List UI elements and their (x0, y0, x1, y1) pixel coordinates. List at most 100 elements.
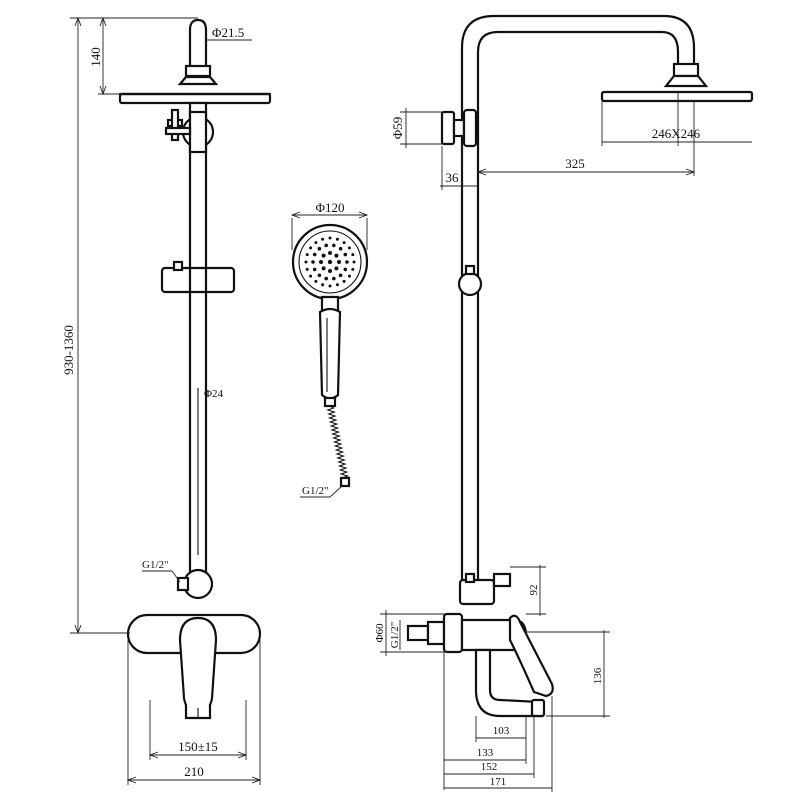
front-inlet-thread-label: G1/2" (142, 559, 169, 571)
nozzle-dot (343, 252, 348, 257)
nozzle-dot (338, 246, 343, 251)
nozzle-dot (338, 273, 343, 278)
rail-diameter-label: Φ24 (204, 388, 224, 400)
side-spout-tip (530, 698, 546, 718)
handheld-nozzle-pattern (304, 236, 356, 288)
handheld-hose-nut (323, 396, 337, 408)
side-diverter-outlet (492, 572, 512, 588)
nozzle-dot (317, 246, 322, 251)
dim-riser-arrow-top (74, 16, 82, 27)
handheld-hose (326, 405, 350, 479)
side-slide-knob-top (464, 264, 476, 276)
nozzle-dot (332, 243, 336, 248)
pipe-diameter-label: Φ21.5 (212, 25, 244, 40)
handheld-handle (318, 307, 342, 400)
side-arm-nut (672, 62, 700, 78)
nozzle-dot (319, 260, 323, 264)
nozzle-dot (342, 279, 346, 283)
dim-mixer-arrows (126, 776, 262, 784)
nozzle-dot (304, 260, 308, 264)
dim-top-height-arrow-bottom (99, 85, 107, 96)
front-view: 930-1360 140 Φ21.5 Φ24 G1/2" 150±15 210 (61, 16, 272, 785)
front-mixer-lever (178, 616, 218, 714)
riser-length-label: 930-1360 (61, 325, 76, 375)
nozzle-dot (314, 279, 318, 283)
nozzle-dot (334, 253, 339, 258)
top-height-label: 140 (88, 47, 103, 67)
nozzle-dot (328, 284, 332, 288)
nozzle-dot (324, 243, 329, 248)
spout-reach-4-label: 171 (490, 776, 507, 788)
nozzle-dot (343, 267, 348, 272)
nozzle-dot (351, 267, 355, 271)
front-bracket-arm (164, 126, 192, 136)
side-mixer-lever (508, 614, 554, 698)
side-head-cap (663, 74, 709, 88)
side-view: 246X246 325 36 Φ59 92 Φ60 G1/2" 136 103 (374, 14, 754, 792)
handheld-diameter-label: Φ120 (315, 200, 344, 215)
side-arm-outer (460, 14, 696, 602)
handheld-head-inner (298, 230, 362, 294)
nozzle-dot (342, 241, 346, 245)
nozzle-dot (317, 273, 322, 278)
spout-reach-3-label: 152 (481, 761, 498, 773)
hose-thread-label: G1/2" (302, 485, 329, 497)
nozzle-dot (311, 260, 315, 264)
side-bracket-flange (440, 110, 456, 146)
front-bracket-screw (170, 108, 180, 142)
nozzle-dot (347, 246, 351, 250)
nozzle-dot (347, 274, 351, 278)
side-diverter-block (458, 578, 496, 606)
nozzle-dot (305, 253, 309, 257)
side-inlet-flange (442, 612, 464, 654)
side-bracket-arm (452, 118, 466, 138)
arm-reach-label: 325 (565, 156, 585, 171)
nozzle-dot (335, 283, 339, 287)
nozzle-dot (321, 237, 325, 241)
nozzle-dot (305, 267, 309, 271)
side-slide-knob (457, 271, 483, 297)
diverter-height-label: 92 (528, 585, 540, 596)
nozzle-dot (328, 269, 332, 273)
nozzle-dot (327, 259, 333, 265)
dim-reach-arrows (476, 168, 696, 176)
nozzle-dot (334, 266, 339, 271)
nozzle-dot (352, 260, 356, 264)
mixer-height-label: 136 (592, 667, 604, 684)
nozzle-dot (312, 252, 317, 257)
nozzle-dot (351, 253, 355, 257)
side-rain-head (600, 90, 754, 103)
nozzle-dot (309, 246, 313, 250)
nozzle-dot (312, 267, 317, 272)
spout-reach-2-label: 133 (477, 747, 494, 759)
hand-shower-view: Φ120 G1/2" (290, 200, 369, 498)
dim-top-height-arrow-top (99, 16, 107, 27)
side-arm-inner (476, 30, 680, 602)
side-inlet-nipple (406, 624, 430, 642)
front-diverter-outlet (176, 576, 190, 592)
front-slide-holder (160, 266, 236, 294)
nozzle-dot (321, 253, 326, 258)
front-rain-head (118, 92, 272, 105)
front-inlet-leader-d (171, 570, 181, 583)
side-inlet-nut (426, 620, 446, 646)
nozzle-dot (335, 237, 339, 241)
wall-offset-label: 36 (446, 170, 460, 185)
nozzle-dot (345, 260, 349, 264)
nozzle-dot (332, 276, 336, 281)
handheld-hose-end (339, 476, 351, 488)
head-size-label: 246X246 (652, 126, 701, 141)
dim-riser-arrow-bottom (74, 624, 82, 635)
side-inlet-thread-label: G1/2" (389, 622, 401, 649)
nozzle-dot (314, 241, 318, 245)
nozzle-dot (321, 266, 326, 271)
nozzle-dot (337, 260, 341, 264)
nozzle-dot (321, 283, 325, 287)
side-bracket-clamp (462, 108, 478, 148)
side-diverter-knob (464, 572, 476, 584)
mixer-width-label: 210 (184, 764, 204, 779)
bracket-diameter-label: Φ59 (390, 117, 405, 140)
front-bracket-sleeve (188, 110, 208, 154)
hose-coil (326, 405, 350, 479)
